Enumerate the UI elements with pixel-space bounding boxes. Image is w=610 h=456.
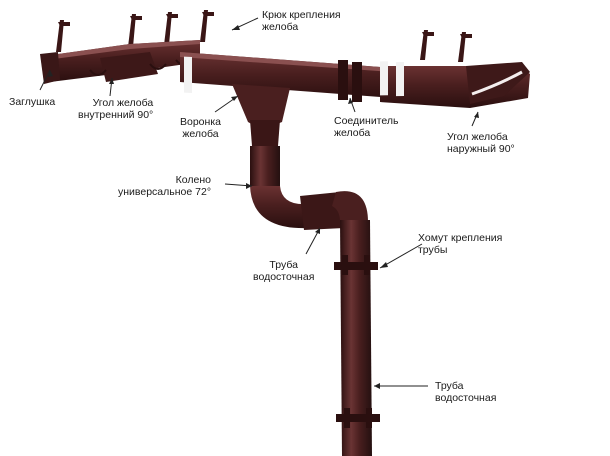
gutter-left-rim (44, 40, 200, 60)
gutter-inner-corner (100, 52, 158, 82)
label-inner-corner: Угол желоба внутренний 90° (78, 97, 154, 121)
gutter-hooks (56, 10, 472, 62)
gutter-outer-corner-lip (471, 70, 523, 96)
label-funnel: Воронка желоба (180, 116, 221, 140)
elbow-socket (300, 192, 344, 230)
label-hook: Крюк крепления желоба (262, 9, 341, 33)
label-plug: Заглушка (9, 96, 56, 108)
connector-bands (184, 56, 404, 97)
label-connector: Соединитель желоба (334, 115, 399, 139)
downpipe-upper (250, 146, 280, 186)
gutter-funnel-neck (250, 120, 280, 146)
downpipe-vertical (340, 220, 372, 456)
label-pipe-upper: Труба водосточная (253, 259, 315, 283)
label-outer-corner: Угол желоба наружный 90° (447, 131, 515, 155)
gutter-plug (40, 52, 60, 84)
connector-clips (338, 60, 362, 102)
pipe-clamps (334, 255, 380, 428)
gutter-funnel (232, 84, 290, 130)
pipe-bend (332, 191, 368, 222)
label-pipe-lower: Труба водосточная (435, 380, 497, 404)
leader-arrowheads (48, 25, 479, 389)
label-clamp: Хомут крепления трубы (418, 232, 503, 256)
label-elbow: Колено универсальное 72° (118, 174, 212, 198)
